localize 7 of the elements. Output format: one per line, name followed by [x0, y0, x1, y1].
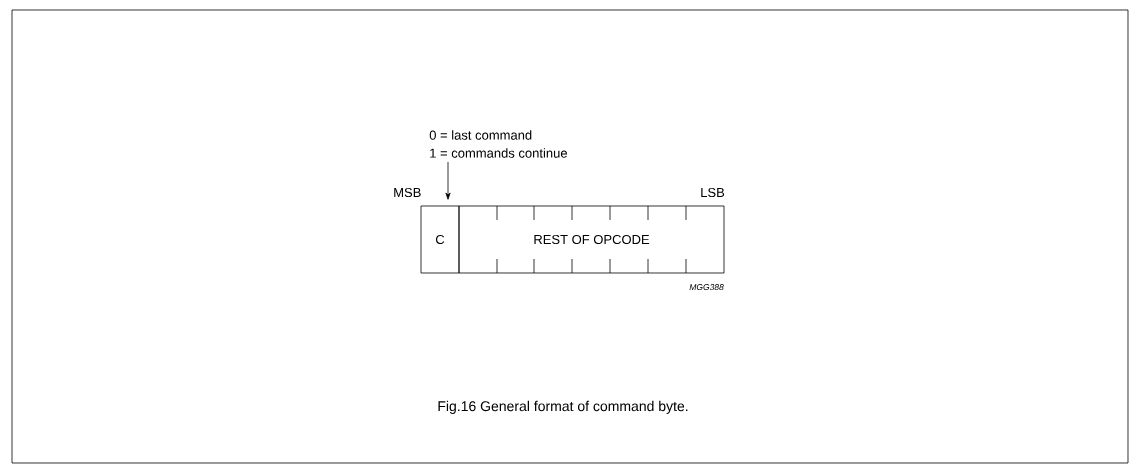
figure-code: MGG388 — [689, 284, 724, 291]
bit-cell: C — [420, 205, 460, 274]
arrow — [445, 161, 451, 200]
bit-label: MSB — [394, 187, 421, 198]
field-cell: REST OF OPCODE — [458, 205, 725, 274]
annotation-text: 0 = last command 1 = commands continue — [429, 130, 567, 158]
caption: Fig.16 General format of command byte. — [438, 400, 688, 414]
